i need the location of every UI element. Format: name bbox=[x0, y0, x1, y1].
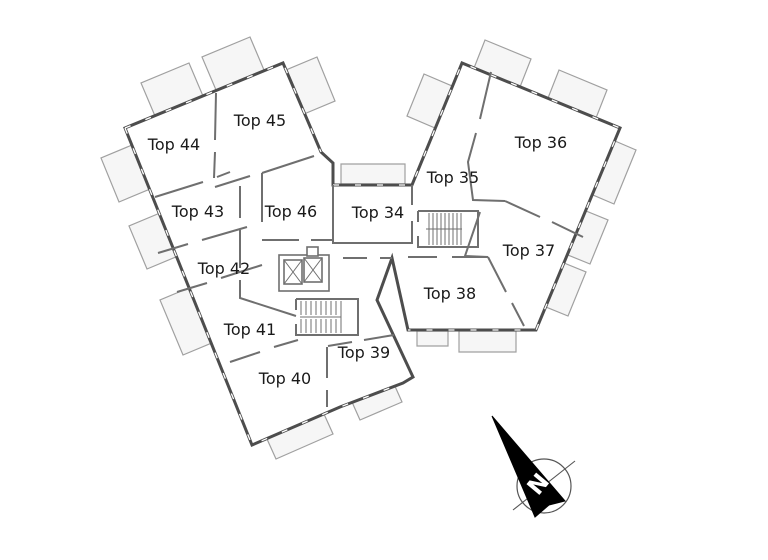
exterior-walls bbox=[123, 61, 622, 447]
unit-label-top-39: Top 39 bbox=[337, 343, 390, 362]
wall-top41-top40 bbox=[229, 339, 299, 363]
unit-label-top-38: Top 38 bbox=[423, 284, 476, 303]
north-arrow: N bbox=[491, 415, 576, 518]
unit-label-top-43: Top 43 bbox=[171, 202, 224, 221]
corridor-spine-wall bbox=[239, 186, 297, 317]
wall-top44-top45 bbox=[213, 92, 217, 179]
balcony bbox=[458, 330, 517, 353]
central-core bbox=[278, 246, 359, 336]
window-ticks bbox=[124, 62, 621, 446]
unit-label-top-40: Top 40 bbox=[258, 369, 311, 388]
wall-top36-top37 bbox=[504, 200, 584, 238]
stair-room-walls bbox=[417, 210, 479, 248]
unit-labels: Top 34 Top 35 Top 36 Top 37 Top 38 Top 3… bbox=[147, 111, 567, 388]
balcony bbox=[416, 330, 449, 347]
building-outline bbox=[123, 61, 622, 447]
interior-walls-right-wing bbox=[332, 71, 584, 327]
north-arrow-kite bbox=[491, 415, 566, 518]
wall-top35-top36 bbox=[466, 71, 506, 202]
wall-top42-top41 bbox=[176, 264, 263, 293]
wall-top39-north bbox=[327, 334, 395, 347]
wall-top45-south bbox=[214, 155, 315, 188]
unit-label-top-37: Top 37 bbox=[502, 241, 555, 260]
unit-label-top-35: Top 35 bbox=[426, 168, 479, 187]
unit-label-top-36: Top 36 bbox=[514, 133, 567, 152]
room-top34-walls bbox=[332, 185, 413, 244]
wall-top43-top42 bbox=[157, 226, 248, 254]
unit-label-top-44: Top 44 bbox=[147, 135, 200, 154]
unit-label-top-41: Top 41 bbox=[223, 320, 276, 339]
wall-top37-top38 bbox=[487, 256, 525, 327]
unit-label-top-45: Top 45 bbox=[233, 111, 286, 130]
shaft-box bbox=[306, 246, 319, 257]
unit-label-top-46: Top 46 bbox=[264, 202, 317, 221]
elevator-x bbox=[303, 257, 323, 283]
stair-room-walls bbox=[295, 298, 359, 336]
compass-circle bbox=[516, 458, 572, 514]
stairs-right-wing bbox=[417, 210, 479, 248]
wall-top44-top43 bbox=[154, 171, 231, 198]
unit-label-top-34: Top 34 bbox=[351, 203, 404, 222]
interior-walls-left-wing bbox=[154, 92, 395, 407]
elevator-x bbox=[283, 259, 303, 285]
balcony bbox=[340, 163, 406, 185]
unit-label-top-42: Top 42 bbox=[197, 259, 250, 278]
stair-rail bbox=[300, 301, 342, 333]
